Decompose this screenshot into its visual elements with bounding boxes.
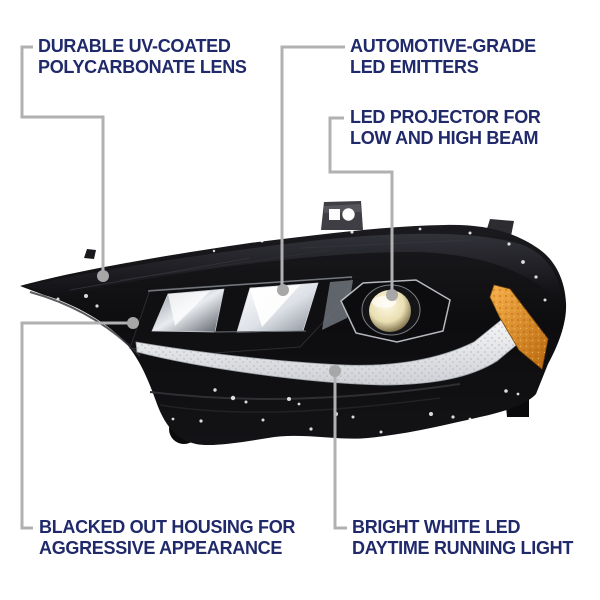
callout-line-emitters [280,45,345,290]
callout-dot-projector [386,289,398,301]
callout-dot-drl [329,365,341,377]
top-mounting-tab [321,201,363,230]
callout-label-emitters-line1: AUTOMOTIVE-GRADE [350,36,536,56]
callout-label-lens-line2: POLYCARBONATE LENS [38,57,247,77]
top-clip [84,249,96,259]
headlight-body [20,201,567,446]
drl-light-bar [135,316,528,386]
callout-line-projector [328,116,394,295]
led-reflector-windows [151,280,353,333]
callout-connectors [20,45,398,530]
callout-dot-housing [127,317,139,329]
callout-label-drl-line1: BRIGHT WHITE LED [352,517,521,537]
callout-label-housing-line1: BLACKED OUT HOUSING FOR [39,517,296,537]
callout-label-projector-line2: LOW AND HIGH BEAM [350,128,539,148]
callout-label-projector-line1: LED PROJECTOR FOR [350,107,541,127]
callout-label-emitters-line2: LED EMITTERS [350,57,479,77]
callout-label-lens: DURABLE UV-COATED POLYCARBONATE LENS [38,36,247,78]
callout-dot-lens [97,270,109,282]
callout-line-lens [20,45,105,276]
led-projector [340,279,451,343]
callout-dot-emitters [277,284,289,296]
callout-label-projector: LED PROJECTOR FOR LOW AND HIGH BEAM [350,107,541,149]
tab-round-hole [342,208,355,221]
callout-label-emitters: AUTOMOTIVE-GRADE LED EMITTERS [350,36,536,78]
callout-label-lens-line1: DURABLE UV-COATED [38,36,231,56]
callout-label-housing-line2: AGGRESSIVE APPEARANCE [39,538,283,558]
callout-label-drl-line2: DAYTIME RUNNING LIGHT [352,538,574,558]
callout-line-housing [20,321,133,530]
amber-side-reflector [489,284,549,370]
callout-label-housing: BLACKED OUT HOUSING FOR AGGRESSIVE APPEA… [39,517,295,559]
callout-line-drl [333,371,347,530]
callout-label-drl: BRIGHT WHITE LED DAYTIME RUNNING LIGHT [352,517,573,559]
lens-top-band [24,233,562,300]
tab-square-hole [329,209,340,220]
